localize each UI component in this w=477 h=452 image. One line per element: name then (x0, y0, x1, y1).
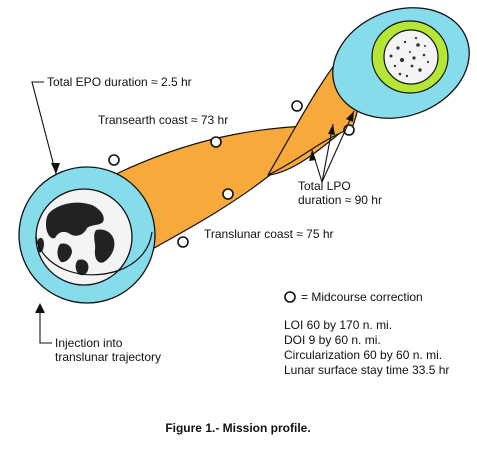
label-transearth-coast: Transearth coast ≈ 73 hr (98, 113, 228, 127)
midcourse-marker-icon (177, 236, 189, 248)
moon (383, 29, 439, 85)
param-circularization: Circularization 60 by 60 n. mi. (284, 348, 442, 362)
arrow-head-icon (35, 303, 45, 313)
legend-midcourse-text: = Midcourse correction (301, 290, 423, 304)
param-loi: LOI 60 by 170 n. mi. (284, 318, 392, 332)
arrowheads (35, 111, 354, 313)
param-doi: DOI 9 by 60 n. mi. (284, 333, 381, 347)
label-lpo-line2: duration ≈ 90 hr (298, 193, 382, 207)
arrow-head-icon (346, 111, 354, 122)
label-epo-duration: Total EPO duration ≈ 2.5 hr (47, 75, 192, 89)
midcourse-marker-icon (291, 100, 303, 112)
label-injection-line2: translunar trajectory (55, 350, 161, 364)
midcourse-marker-icon (222, 188, 234, 200)
moon-surface-texture-icon (389, 36, 430, 78)
arrow-head-icon (328, 124, 335, 135)
param-surface-stay: Lunar surface stay time 33.5 hr (284, 363, 449, 377)
midcourse-marker-icon (210, 136, 222, 148)
arrow-head-icon (51, 163, 60, 174)
arrow-head-icon (309, 150, 316, 161)
label-injection-line1: Injection into (55, 336, 123, 350)
label-lpo-line1: Total LPO (298, 179, 351, 193)
earth-departure-line (35, 231, 153, 276)
figure-caption: Figure 1.- Mission profile. (165, 421, 310, 435)
midcourse-marker-icon (108, 154, 120, 166)
legend-midcourse-marker-icon (284, 291, 296, 303)
earth-continents-icon (38, 202, 115, 276)
label-translunar-coast: Translunar coast ≈ 75 hr (204, 227, 334, 241)
